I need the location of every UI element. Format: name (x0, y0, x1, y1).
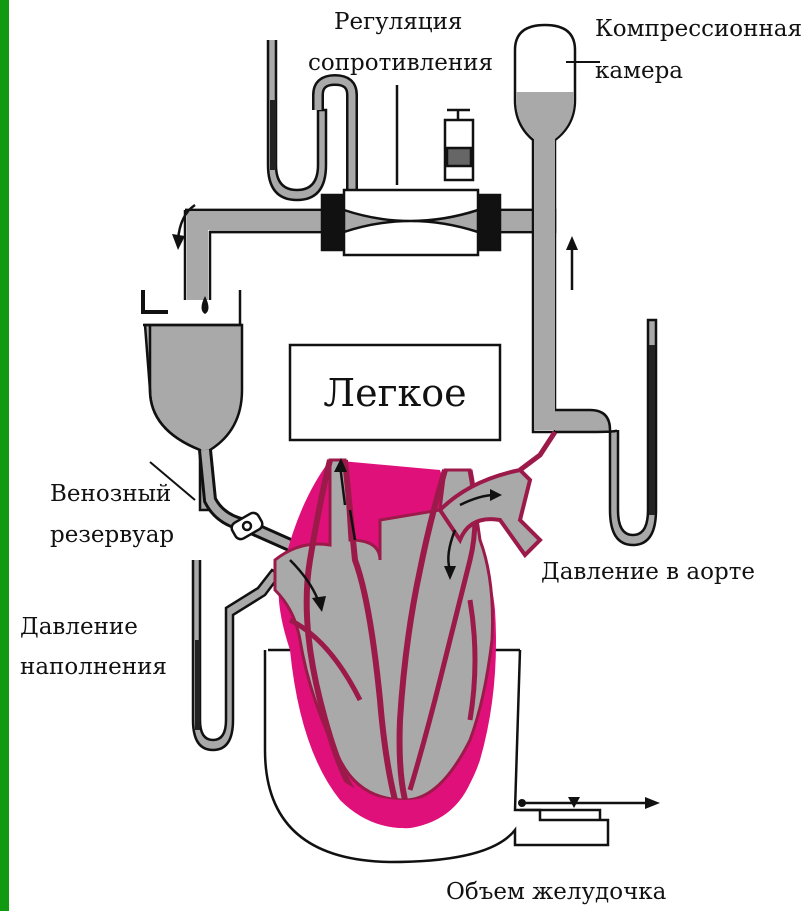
filling-manometer (193, 560, 280, 750)
heart (275, 432, 555, 828)
filling-label-line2: наполнения (20, 652, 167, 682)
lung-label: Легкое (290, 345, 500, 440)
compression-label-line2: камера (595, 56, 683, 86)
compression-label-line1: Компрессионная (595, 14, 802, 44)
flow-arrow-up (566, 236, 578, 290)
resistance-label-line2: сопротивления (308, 48, 493, 78)
volume-output-arrow (518, 797, 660, 809)
filling-manometer-fluid (195, 640, 200, 730)
resistance-chamber (322, 190, 500, 255)
aortic-pressure-label: Давление в аорте (541, 557, 755, 587)
aortic-manometer (555, 320, 656, 545)
resistance-label-line1: Регуляция (334, 7, 462, 37)
ventricle-volume-label: Объем желудочка (446, 877, 666, 907)
resistance-syringe (445, 110, 473, 180)
venous-label-line1: Венозный (50, 479, 171, 509)
filling-label-line1: Давление (20, 612, 138, 642)
resistance-manometer-fluid (270, 100, 276, 170)
aortic-manometer-fluid (649, 345, 655, 515)
venous-reservoir (143, 290, 242, 510)
left-border-bar (0, 0, 9, 911)
venous-label-line2: резервуар (50, 520, 174, 550)
